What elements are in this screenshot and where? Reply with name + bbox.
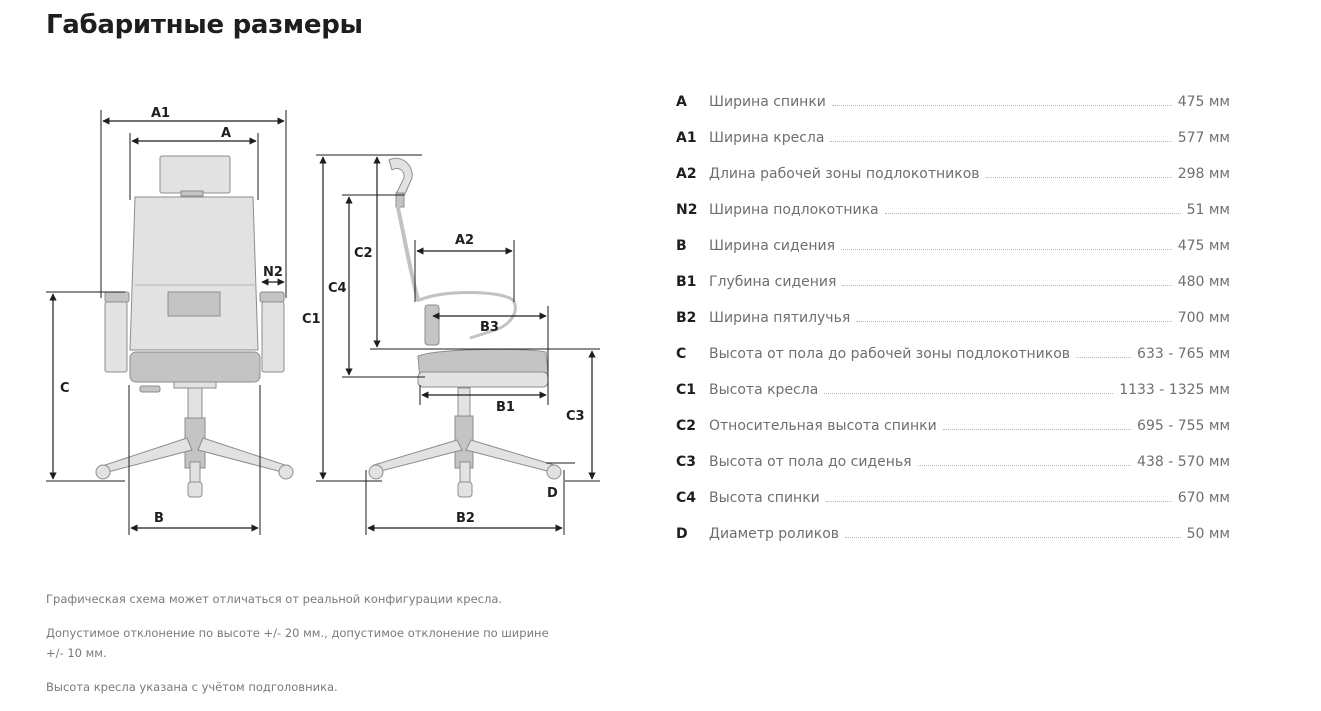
spec-leader — [845, 537, 1181, 538]
spec-leader — [985, 177, 1172, 178]
spec-leader — [917, 465, 1132, 466]
chair-dimension-diagram: A1 A N2 C B C1 C4 C2 — [46, 106, 600, 535]
spec-code: C1 — [676, 382, 697, 398]
label-n2: N2 — [263, 265, 283, 280]
spec-name: Ширина спинки — [709, 94, 826, 110]
spec-value: 633 - 765 мм — [1137, 346, 1230, 362]
spec-code: A1 — [676, 130, 697, 146]
spec-row-a1: A1 Ширина кресла 577 мм — [676, 130, 1230, 166]
spec-code: C3 — [676, 454, 697, 470]
label-b2: B2 — [456, 511, 475, 526]
spec-row-c2: C2 Относительная высота спинки 695 - 755… — [676, 418, 1230, 454]
spec-row-a2: A2 Длина рабочей зоны подлокотников 298 … — [676, 166, 1230, 202]
label-c1: C1 — [302, 312, 321, 327]
spec-row-d: D Диаметр роликов 50 мм — [676, 526, 1230, 562]
spec-table: A Ширина спинки 475 мм A1 Ширина кресла … — [676, 94, 1230, 562]
spec-code: B — [676, 238, 687, 254]
spec-code: C2 — [676, 418, 697, 434]
spec-code: C4 — [676, 490, 697, 506]
label-b: B — [154, 511, 164, 526]
label-d: D — [547, 486, 558, 501]
front-dimensions: A1 A N2 C B — [46, 106, 287, 535]
note-schema-disclaimer: Графическая схема может отличаться от ре… — [46, 592, 503, 606]
spec-value: 670 мм — [1177, 490, 1230, 506]
spec-row-b: B Ширина сидения 475 мм — [676, 238, 1230, 274]
spec-leader — [842, 285, 1172, 286]
spec-name: Длина рабочей зоны подлокотников — [709, 166, 980, 182]
page-title: Габаритные размеры — [46, 10, 363, 40]
spec-value: 700 мм — [1177, 310, 1230, 326]
label-c3: C3 — [566, 409, 585, 424]
spec-row-b2: B2 Ширина пятилучья 700 мм — [676, 310, 1230, 346]
spec-row-c4: C4 Высота спинки 670 мм — [676, 490, 1230, 526]
spec-leader — [884, 213, 1181, 214]
spec-row-c: C Высота от пола до рабочей зоны подлоко… — [676, 346, 1230, 382]
spec-code: D — [676, 526, 688, 542]
spec-value: 695 - 755 мм — [1137, 418, 1230, 434]
spec-code: C — [676, 346, 687, 362]
spec-leader — [830, 141, 1172, 142]
spec-code: A — [676, 94, 687, 110]
spec-name: Ширина сидения — [709, 238, 835, 254]
spec-name: Глубина сидения — [709, 274, 837, 290]
spec-value: 438 - 570 мм — [1137, 454, 1230, 470]
spec-name: Ширина пятилучья — [709, 310, 851, 326]
spec-value: 480 мм — [1177, 274, 1230, 290]
label-a2: A2 — [455, 233, 474, 248]
spec-value: 298 мм — [1177, 166, 1230, 182]
note-headrest: Высота кресла указана с учётом подголовн… — [46, 680, 338, 694]
label-c2: C2 — [354, 246, 373, 261]
spec-leader — [942, 429, 1132, 430]
spec-name: Высота от пола до рабочей зоны подлокотн… — [709, 346, 1071, 362]
spec-code: B2 — [676, 310, 697, 326]
note-tolerance: Допустимое отклонение по высоте +/- 20 м… — [46, 626, 549, 660]
spec-leader — [841, 249, 1172, 250]
side-dimensions: C1 C4 C2 A2 B3 B1 C3 D B2 — [302, 154, 600, 535]
spec-leader — [1076, 357, 1132, 358]
spec-name: Относительная высота спинки — [709, 418, 937, 434]
label-a: A — [221, 126, 231, 141]
spec-row-a: A Ширина спинки 475 мм — [676, 94, 1230, 130]
spec-value: 577 мм — [1177, 130, 1230, 146]
spec-leader — [825, 501, 1172, 502]
footnotes: Графическая схема может отличаться от ре… — [46, 589, 566, 711]
spec-row-c1: C1 Высота кресла 1133 - 1325 мм — [676, 382, 1230, 418]
spec-value: 1133 - 1325 мм — [1119, 382, 1230, 398]
spec-name: Ширина подлокотника — [709, 202, 879, 218]
label-c: C — [60, 381, 70, 396]
spec-value: 475 мм — [1177, 238, 1230, 254]
spec-name: Ширина кресла — [709, 130, 825, 146]
spec-code: A2 — [676, 166, 697, 182]
spec-row-c3: C3 Высота от пола до сиденья 438 - 570 м… — [676, 454, 1230, 490]
spec-name: Диаметр роликов — [709, 526, 840, 542]
spec-leader — [824, 393, 1114, 394]
spec-code: N2 — [676, 202, 698, 218]
spec-value: 51 мм — [1186, 202, 1230, 218]
spec-value: 50 мм — [1186, 526, 1230, 542]
side-view-chair — [368, 157, 562, 498]
spec-name: Высота от пола до сиденья — [709, 454, 912, 470]
label-b3: B3 — [480, 320, 499, 335]
spec-value: 475 мм — [1177, 94, 1230, 110]
spec-row-n2: N2 Ширина подлокотника 51 мм — [676, 202, 1230, 238]
front-view-chair — [95, 155, 294, 498]
spec-name: Высота кресла — [709, 382, 819, 398]
spec-leader — [831, 105, 1172, 106]
label-b1: B1 — [496, 400, 515, 415]
spec-leader — [856, 321, 1172, 322]
spec-row-b1: B1 Глубина сидения 480 мм — [676, 274, 1230, 310]
label-a1: A1 — [151, 106, 170, 121]
label-c4: C4 — [328, 281, 347, 296]
spec-code: B1 — [676, 274, 697, 290]
spec-name: Высота спинки — [709, 490, 820, 506]
